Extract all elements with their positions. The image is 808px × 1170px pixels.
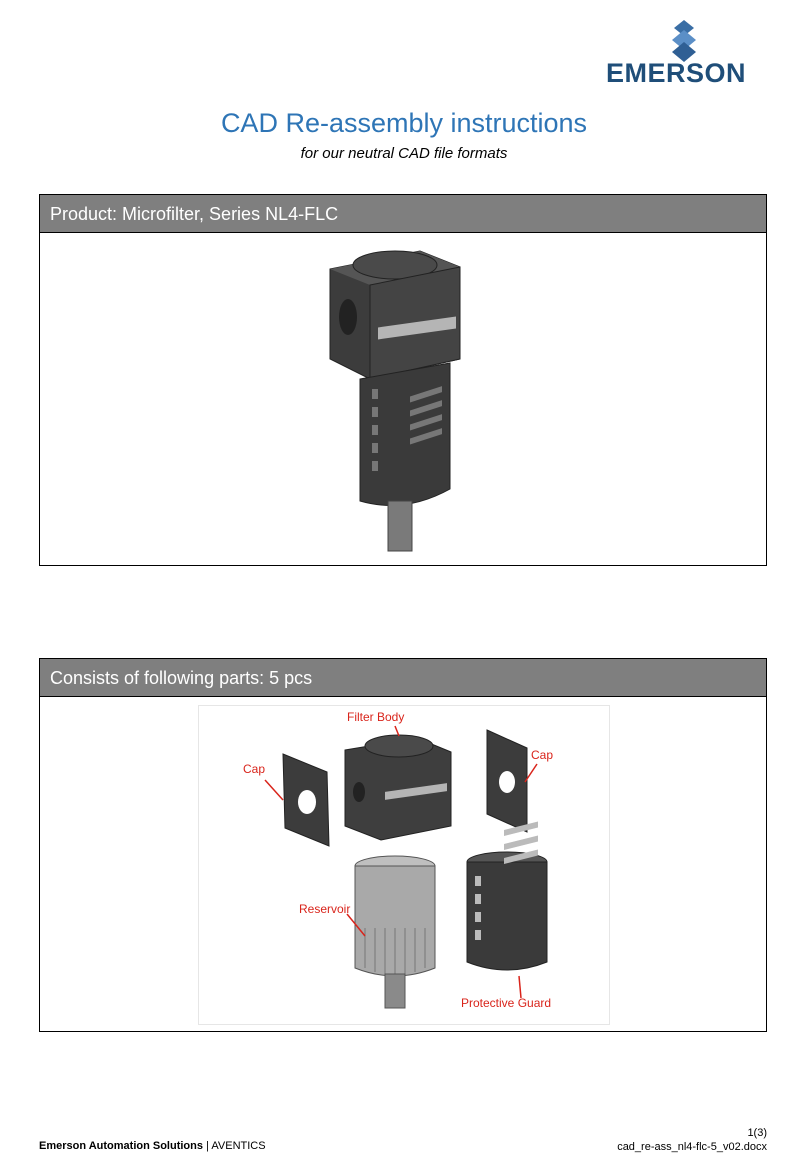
protective-guard-part	[466, 821, 548, 971]
footer-company-brand: | AVENTICS	[206, 1140, 266, 1152]
reservoir-part	[354, 855, 436, 1009]
footer-company: Emerson Automation Solutions | AVENTICS	[39, 1140, 266, 1152]
callout-filter-body: Filter Body	[347, 710, 405, 724]
callout-protective-guard: Protective Guard	[461, 996, 552, 1010]
callout-reservoir: Reservoir	[299, 902, 351, 916]
emerson-logo-icon	[672, 20, 696, 62]
footer-meta: 1(3) cad_re-ass_nl4-flc-5_v02.docx	[617, 1126, 767, 1154]
logo-text: EMERSON	[606, 58, 747, 88]
footer-company-name: Emerson Automation Solutions	[39, 1140, 203, 1152]
page-subtitle: for our neutral CAD file formats	[300, 145, 508, 162]
callout-cap-right: Cap	[531, 748, 554, 762]
document-filename: cad_re-ass_nl4-flc-5_v02.docx	[617, 1141, 767, 1153]
product-heading: Product: Microfilter, Series NL4-FLC	[40, 195, 766, 233]
page-title: CAD Re-assembly instructions	[220, 108, 588, 138]
microfilter-assembled-image	[329, 250, 461, 552]
parts-illustration	[264, 725, 548, 1009]
callout-cap-left: Cap	[243, 762, 266, 776]
page-number: 1(3)	[747, 1127, 767, 1139]
parts-section: Consists of following parts: 5 pcs	[39, 658, 767, 1032]
parts-heading: Consists of following parts: 5 pcs	[40, 659, 766, 697]
product-section: Product: Microfilter, Series NL4-FLC	[39, 194, 767, 566]
parts-exploded-view: Filter Body Cap Cap Reservoir Protective…	[198, 705, 610, 1025]
